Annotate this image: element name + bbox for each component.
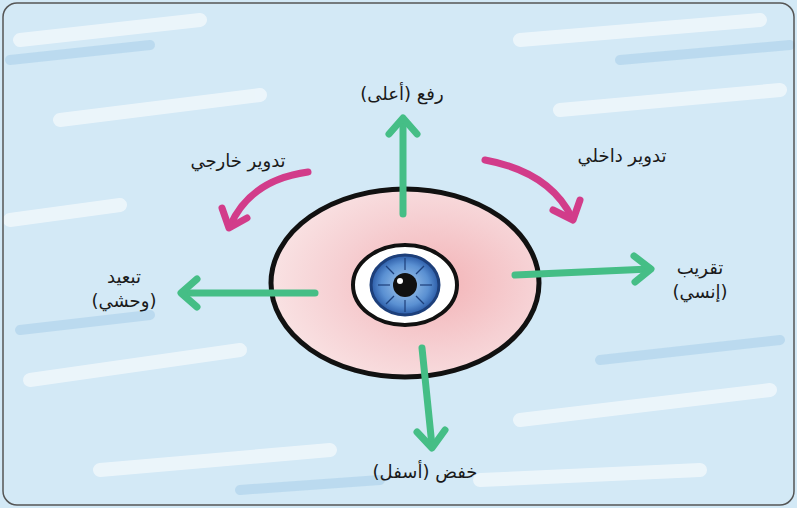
movement-label: تبعيد (وحشي) <box>79 265 169 314</box>
movement-label: تدوير داخلي <box>578 144 667 168</box>
movement-label: رفع (أعلى) <box>360 82 443 106</box>
movement-label: تدوير خارجي <box>190 149 285 173</box>
movement-label: تقريب (إنسي) <box>655 256 745 305</box>
movement-label: خفض (أسفل) <box>373 460 478 484</box>
